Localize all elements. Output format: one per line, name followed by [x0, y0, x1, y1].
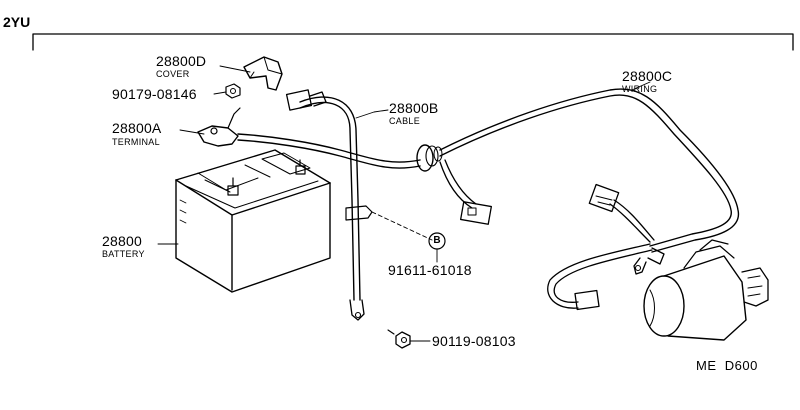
part-number-28800b: 28800B [389, 100, 439, 116]
part-number-28800a: 28800A [112, 120, 162, 136]
starter-motor-icon [643, 239, 769, 341]
model-code: 2YU [3, 14, 31, 30]
part-number-90179-08146: 90179-08146 [112, 86, 197, 102]
callout-b-letter: B [433, 235, 441, 246]
part-name-wiring: WIRING [622, 84, 658, 94]
grommet-icon [416, 144, 443, 172]
nut-icon [225, 83, 241, 99]
terminal-cover-icon [243, 56, 283, 91]
wiring-28800c [439, 88, 740, 311]
part-name-cover: COVER [156, 69, 190, 79]
terminal-icon [197, 107, 241, 147]
leader-lines [157, 65, 651, 342]
bolt-icon [387, 329, 411, 349]
battery-icon [175, 149, 331, 293]
part-number-28800: 28800 [102, 233, 142, 249]
part-number-28800d: 28800D [156, 53, 207, 69]
drawing-code: ME D600 [696, 358, 758, 373]
part-number-28800c: 28800C [622, 68, 673, 84]
part-number-91611-61018: 91611-61018 [388, 262, 472, 278]
part-name-terminal: TERMINAL [112, 137, 160, 147]
frame-border [32, 33, 794, 51]
cable-28800b [237, 89, 433, 321]
part-name-battery: BATTERY [102, 249, 145, 259]
part-name-cable: CABLE [389, 116, 421, 126]
part-number-90119-08103: 90119-08103 [432, 333, 516, 349]
